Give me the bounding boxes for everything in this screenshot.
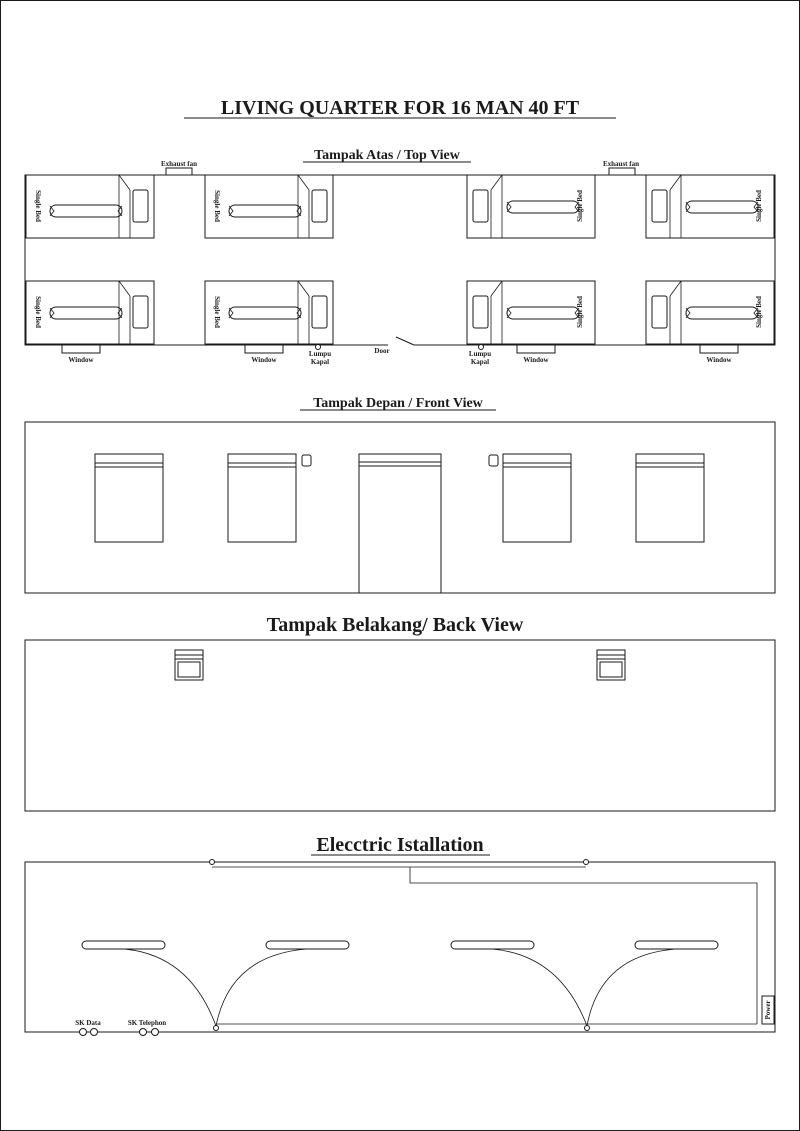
bed-top-right-1-label: Single Bed bbox=[576, 190, 584, 222]
junction-top-left bbox=[209, 859, 215, 865]
exhaust-fan-left bbox=[165, 167, 193, 176]
window-3 bbox=[516, 344, 556, 354]
exhaust-fan-left-label: Exhaust fan bbox=[161, 160, 197, 168]
electric-heading: Elecctric Istallation bbox=[316, 834, 483, 856]
front-lamp-left bbox=[301, 454, 312, 467]
lamp-icon-right bbox=[478, 344, 484, 350]
bed-top-left-1-label: Single Bed bbox=[34, 190, 42, 222]
wire-arc-4 bbox=[586, 948, 677, 1027]
bed-top-left-1: Single Bed bbox=[25, 174, 155, 239]
bed-top-right-1: Single Bed bbox=[466, 174, 596, 239]
wire-feed bbox=[409, 867, 758, 1024]
back-view-outline bbox=[24, 639, 776, 812]
front-view-heading: Tampak Depan / Front View bbox=[313, 396, 483, 411]
sk-data-socket-2 bbox=[90, 1028, 98, 1036]
electric-installation: Elecctric Istallation Power SK Data SK T… bbox=[24, 834, 776, 1036]
bed-top-right-2-label: Single Bed bbox=[755, 190, 763, 222]
light-fixture-4 bbox=[634, 940, 719, 950]
front-view: Tampak Depan / Front View bbox=[24, 396, 776, 594]
window-1 bbox=[61, 344, 101, 354]
bed-bottom-left-1-label: Single Bed bbox=[34, 296, 42, 328]
exhaust-fan-right bbox=[608, 167, 636, 176]
front-door bbox=[358, 453, 442, 594]
lamp-left-label-line1: Lumpu bbox=[309, 350, 331, 358]
wire-arc-1 bbox=[123, 948, 217, 1027]
bed-bottom-left-1: Single Bed bbox=[25, 280, 155, 345]
top-view-outline bbox=[24, 174, 776, 346]
sk-data-socket-1 bbox=[79, 1028, 87, 1036]
back-view: Tampak Belakang/ Back View bbox=[24, 614, 776, 812]
sk-telephone-socket-1 bbox=[139, 1028, 147, 1036]
window-2-label: Window bbox=[251, 356, 277, 364]
front-view-outline bbox=[24, 421, 776, 594]
front-window-1 bbox=[94, 453, 164, 543]
light-fixture-1 bbox=[81, 940, 166, 950]
window-2 bbox=[244, 344, 284, 354]
lamp-left-label-line2: Kapal bbox=[311, 358, 329, 366]
top-view-heading: Tampak Atas / Top View bbox=[314, 148, 461, 163]
door-label: Door bbox=[374, 347, 389, 355]
top-view: Tampak Atas / Top View Exhaust fan Exhau… bbox=[24, 148, 776, 366]
back-view-heading: Tampak Belakang/ Back View bbox=[267, 614, 524, 636]
drawing-title: LIVING QUARTER FOR 16 MAN 40 FT bbox=[221, 97, 580, 119]
junction-top-right bbox=[583, 859, 589, 865]
window-3-label: Window bbox=[523, 356, 549, 364]
bed-bottom-right-1: Single Bed bbox=[466, 280, 596, 345]
lamp-right-label-line1: Lumpu bbox=[469, 350, 491, 358]
lamp-right-label-line2: Kapal bbox=[471, 358, 489, 366]
bed-bottom-right-1-label: Single Bed bbox=[576, 296, 584, 328]
light-fixture-2 bbox=[265, 940, 350, 950]
bed-top-left-2-label: Single Bed bbox=[213, 190, 221, 222]
wire-arc-2 bbox=[215, 948, 308, 1027]
bed-bottom-right-2-label: Single Bed bbox=[755, 296, 763, 328]
exhaust-fan-back-right bbox=[596, 649, 626, 681]
sk-telephone-label: SK Telephon bbox=[128, 1019, 166, 1027]
electric-outline bbox=[24, 861, 776, 1033]
front-lamp-right bbox=[488, 454, 499, 467]
front-window-3 bbox=[502, 453, 572, 543]
light-fixture-3 bbox=[450, 940, 535, 950]
window-1-label: Window bbox=[68, 356, 94, 364]
bed-top-right-2: Single Bed bbox=[645, 174, 775, 239]
exhaust-fan-back-left bbox=[174, 649, 204, 681]
sk-telephone-socket-2 bbox=[151, 1028, 159, 1036]
front-window-4 bbox=[635, 453, 705, 543]
window-4-label: Window bbox=[706, 356, 732, 364]
bed-bottom-right-2: Single Bed bbox=[645, 280, 775, 345]
bed-bottom-left-2-label: Single Bed bbox=[213, 296, 221, 328]
exhaust-fan-right-label: Exhaust fan bbox=[603, 160, 639, 168]
power-box bbox=[761, 995, 775, 1025]
door-swing bbox=[395, 336, 415, 346]
power-label: Power bbox=[764, 1000, 772, 1019]
window-4 bbox=[699, 344, 739, 354]
bed-bottom-left-2: Single Bed bbox=[204, 280, 334, 345]
lamp-icon-left bbox=[315, 344, 321, 350]
front-window-2 bbox=[227, 453, 297, 543]
wire-arc-3 bbox=[491, 948, 588, 1027]
bed-top-left-2: Single Bed bbox=[204, 174, 334, 239]
sk-data-label: SK Data bbox=[75, 1019, 101, 1027]
switch-left bbox=[213, 1025, 219, 1031]
switch-right bbox=[584, 1025, 590, 1031]
